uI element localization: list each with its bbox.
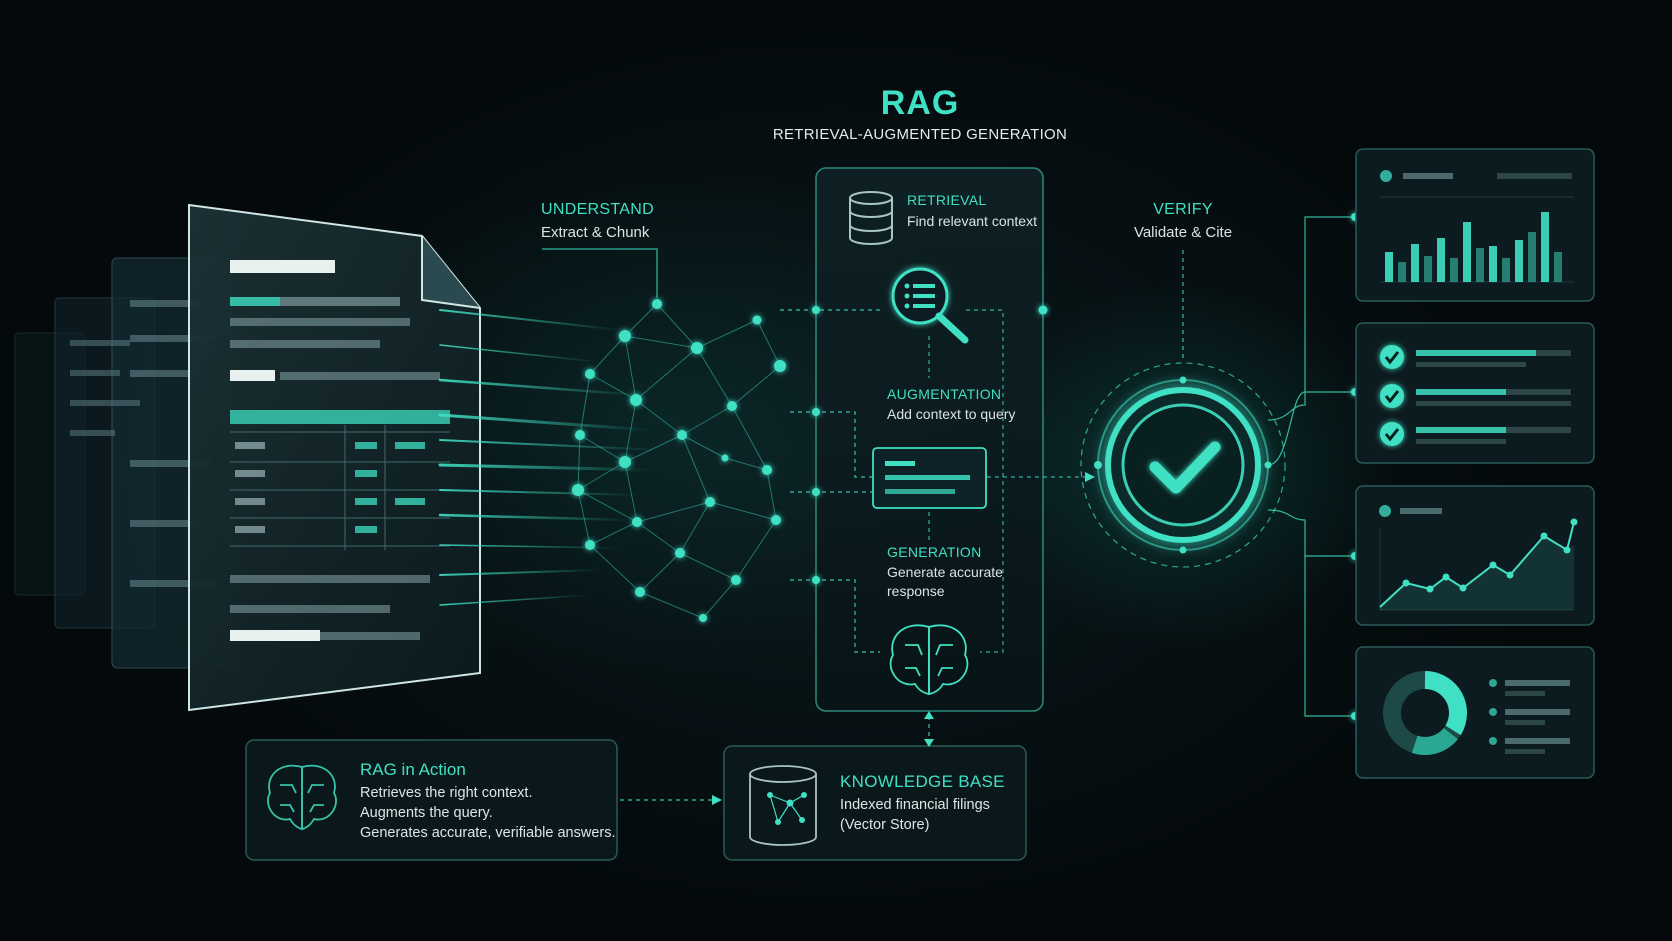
- knowledge-base-line-2: (Vector Store): [840, 817, 930, 833]
- knowledge-base-line-1: Indexed financial filings: [840, 797, 990, 813]
- rag-in-action-line-1: Retrieves the right context.: [360, 785, 533, 801]
- retrieval-title: RETRIEVAL: [907, 192, 987, 208]
- pipeline-panel: [815, 167, 1044, 712]
- rag-in-action-line-2: Augments the query.: [360, 805, 493, 821]
- rag-in-action-line-3: Generates accurate, verifiable answers.: [360, 825, 616, 841]
- data-stream: [438, 309, 661, 606]
- donut-chart-icon: [1355, 646, 1595, 779]
- understand-subtitle: Extract & Chunk: [541, 224, 650, 241]
- augmentation-title: AUGMENTATION: [887, 386, 1002, 402]
- knowledge-base-title: KNOWLEDGE BASE: [840, 772, 1005, 791]
- generation-subtitle-line2: response: [887, 583, 945, 599]
- query-card-icon: [872, 447, 987, 509]
- rag-in-action-title: RAG in Action: [360, 760, 466, 779]
- rag-in-action-card: [245, 739, 618, 861]
- network-connectors: [780, 309, 880, 653]
- augmentation-subtitle: Add context to query: [887, 406, 1016, 422]
- brain-circuit-icon: [889, 624, 969, 696]
- line-chart-icon: [1355, 485, 1595, 626]
- knowledge-base-card: [723, 745, 1027, 861]
- magnifier-list-icon: [891, 267, 969, 344]
- vector-store-icon: [749, 765, 817, 846]
- neural-network-icon: [572, 299, 786, 622]
- page-title: RAG: [880, 84, 960, 122]
- output-connectors: [1267, 216, 1355, 717]
- pipeline-flow: [928, 309, 1090, 653]
- generation-title: GENERATION: [887, 544, 982, 560]
- understand-title: UNDERSTAND: [541, 201, 654, 218]
- generation-subtitle-line1: Generate accurate: [887, 564, 1003, 580]
- document-stack-icon: [14, 203, 481, 712]
- retrieval-subtitle: Find relevant context: [907, 213, 1037, 229]
- verify-title: VERIFY: [1153, 201, 1213, 218]
- bar-chart-icon: [1355, 148, 1595, 302]
- checklist-icon: [1355, 322, 1595, 464]
- verify-subtitle: Validate & Cite: [1133, 224, 1233, 241]
- checkmark-icon: [1080, 362, 1286, 568]
- understand-connector: [542, 248, 658, 298]
- page-subtitle: RETRIEVAL-AUGMENTED GENERATION: [772, 126, 1068, 143]
- database-icon: [849, 191, 893, 245]
